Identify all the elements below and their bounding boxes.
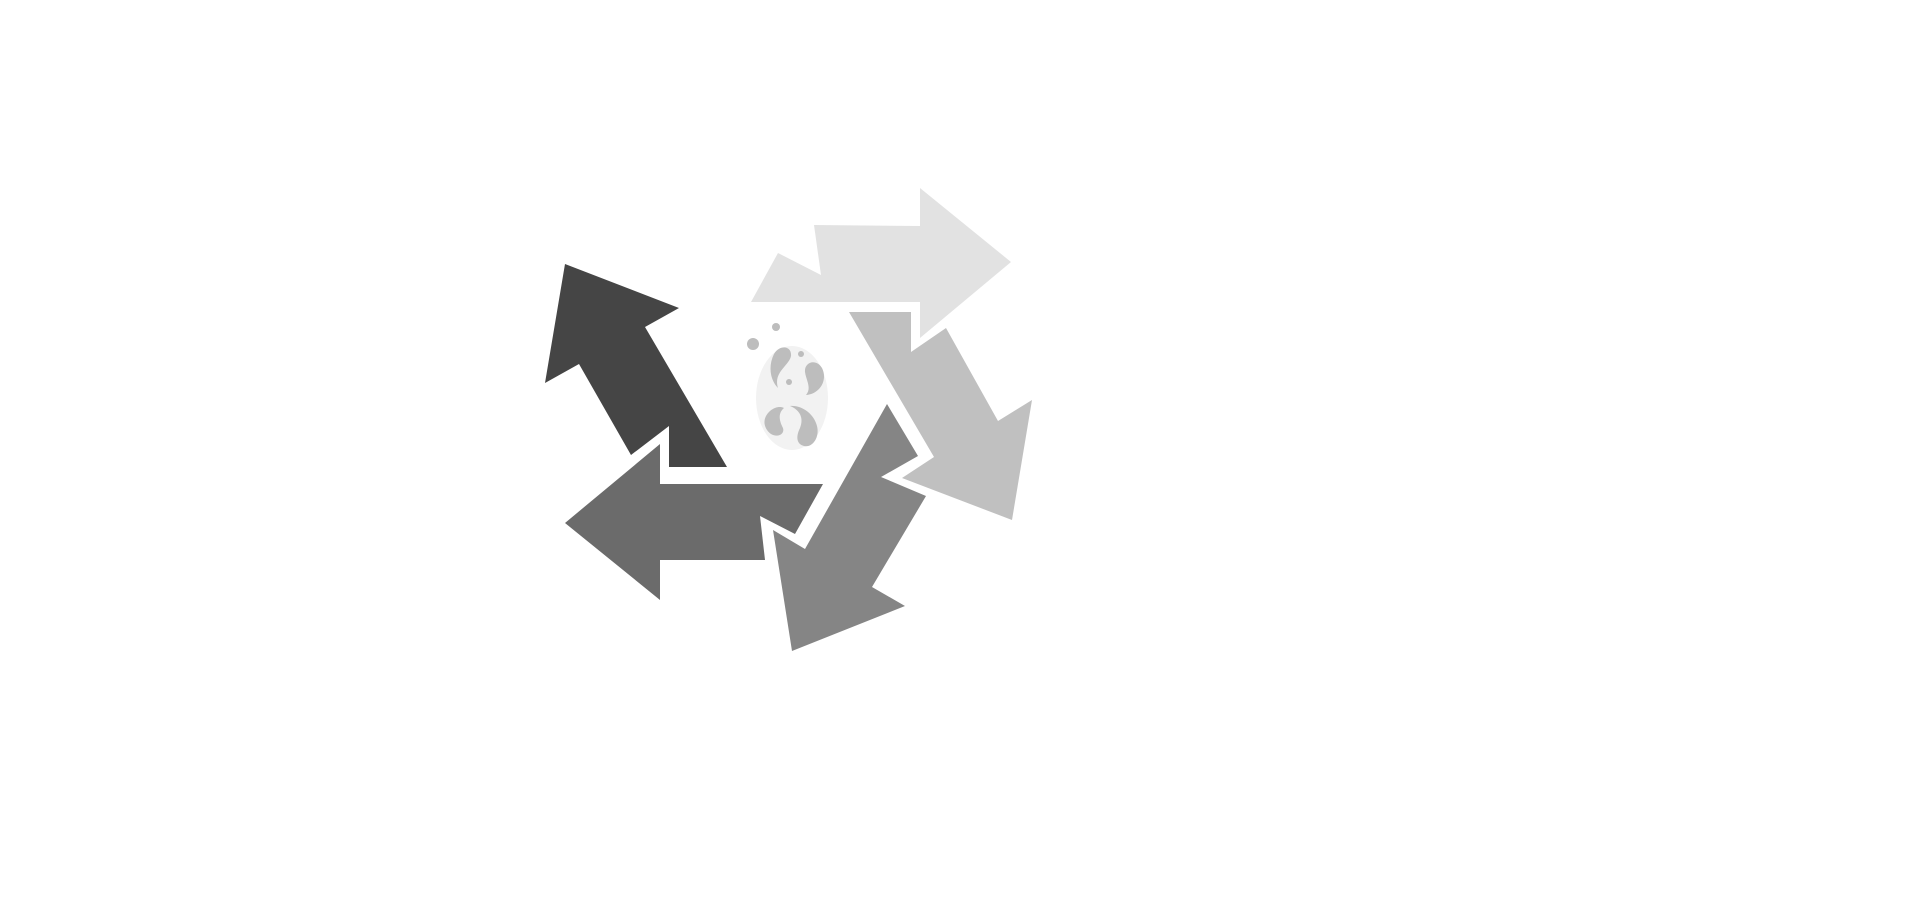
droplet-dot-2 xyxy=(747,338,759,350)
arrow-2 xyxy=(849,312,1032,520)
arrow-5 xyxy=(545,264,727,467)
droplet-4 xyxy=(790,405,818,447)
droplet-dot-3 xyxy=(798,351,804,357)
droplet-3 xyxy=(764,407,784,436)
droplet-2 xyxy=(804,362,825,395)
droplet-shapes xyxy=(747,323,825,447)
arrow-1 xyxy=(751,188,1011,338)
droplet-dot-4 xyxy=(786,379,792,385)
arrow-3 xyxy=(773,404,926,651)
arrow-4 xyxy=(565,444,823,600)
droplet-dot-1 xyxy=(772,323,780,331)
droplets-icon xyxy=(747,323,828,450)
droplet-1 xyxy=(770,347,792,388)
